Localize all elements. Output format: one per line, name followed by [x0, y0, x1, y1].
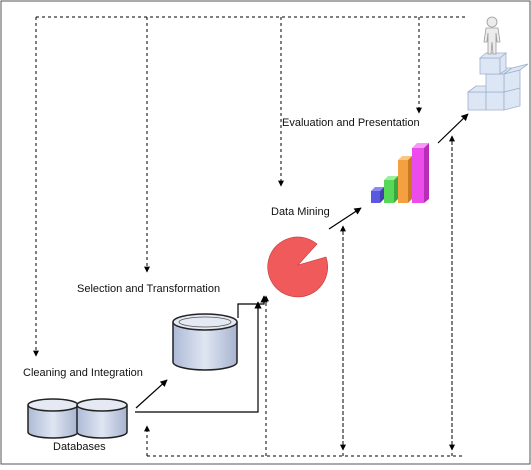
feedback-lines	[33, 16, 465, 457]
selection-cylinder-icon	[172, 313, 238, 371]
mining-to-evaluation-arrow	[328, 207, 362, 230]
selection-transformation-label: Selection and Transformation	[77, 283, 221, 295]
cleaning-integration-label: Cleaning and Integration	[23, 367, 143, 379]
databases-to-mining-arrow	[135, 301, 262, 413]
evaluation-to-knowledge-arrow	[437, 113, 469, 144]
process-arrows	[135, 113, 469, 413]
database-cylinder-1	[27, 398, 79, 439]
database-cylinder-2	[76, 398, 128, 439]
selection-to-mining-arrow	[237, 295, 268, 318]
databases-icon	[27, 398, 128, 439]
data-mining-label: Data Mining	[271, 206, 330, 218]
bar-chart-icon	[371, 143, 429, 203]
pie-chart-icon	[267, 236, 328, 298]
knowledge-icon	[466, 16, 529, 111]
databases-label: Databases	[53, 441, 106, 453]
databases-to-selection-arrow	[135, 379, 168, 409]
evaluation-presentation-label: Evaluation and Presentation	[282, 117, 420, 129]
